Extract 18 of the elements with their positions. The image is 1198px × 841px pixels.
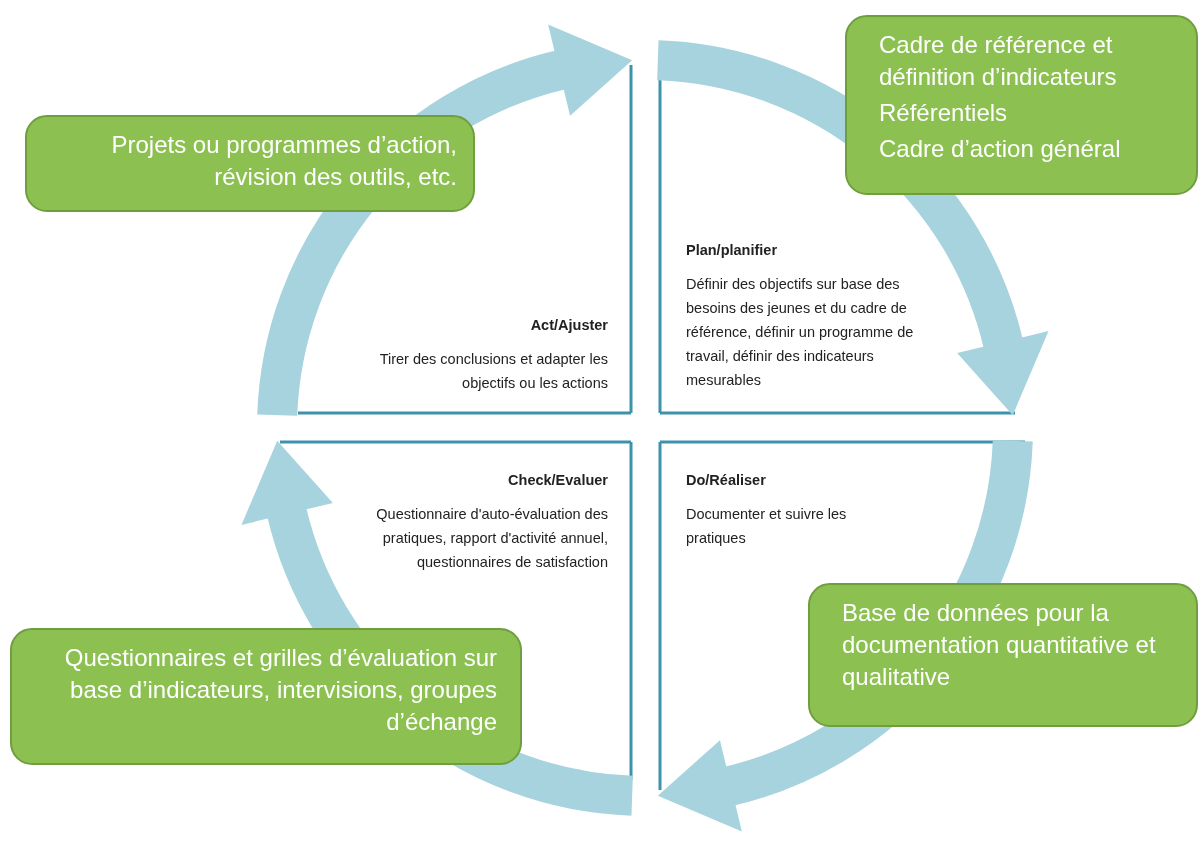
phase-heading: Do/Réaliser <box>686 471 767 490</box>
phase-description: Documenter et suivre les pratiques <box>686 505 848 548</box>
phase-heading: Plan/planifier <box>686 241 779 260</box>
phase-description: Tirer des conclusions et adapter les objectifs ou les actions <box>378 350 608 393</box>
phase-description: Questionnaire d'auto-évaluation des pratiques, rapport d'activité annuel, questionnaires de satisfaction <box>375 505 608 572</box>
note-box <box>25 115 475 212</box>
note-text: Projets ou programmes d’action, révision des outils, etc. <box>110 130 457 192</box>
note-text: Cadre d’action général <box>879 134 1122 164</box>
note-text: Référentiels <box>879 98 1009 128</box>
note-box <box>845 15 1198 195</box>
note-text: Questionnaires et grilles d’évaluation sur base d’indicateurs, intervisions, groupes d’échange <box>63 643 497 737</box>
note-box <box>10 628 522 765</box>
note-text: Base de données pour la documentation quantitative et qualitative <box>842 598 1157 692</box>
phase-description: Définir des objectifs sur base des besoins des jeunes et du cadre de référence, définir un programme de travail, définir des indicateurs mesurables <box>686 275 915 390</box>
phase-heading: Check/Evaluer <box>507 471 608 490</box>
note-text: Cadre de référence et définition d’indicateurs <box>879 30 1118 92</box>
note-box <box>808 583 1198 727</box>
phase-heading: Act/Ajuster <box>529 316 608 335</box>
